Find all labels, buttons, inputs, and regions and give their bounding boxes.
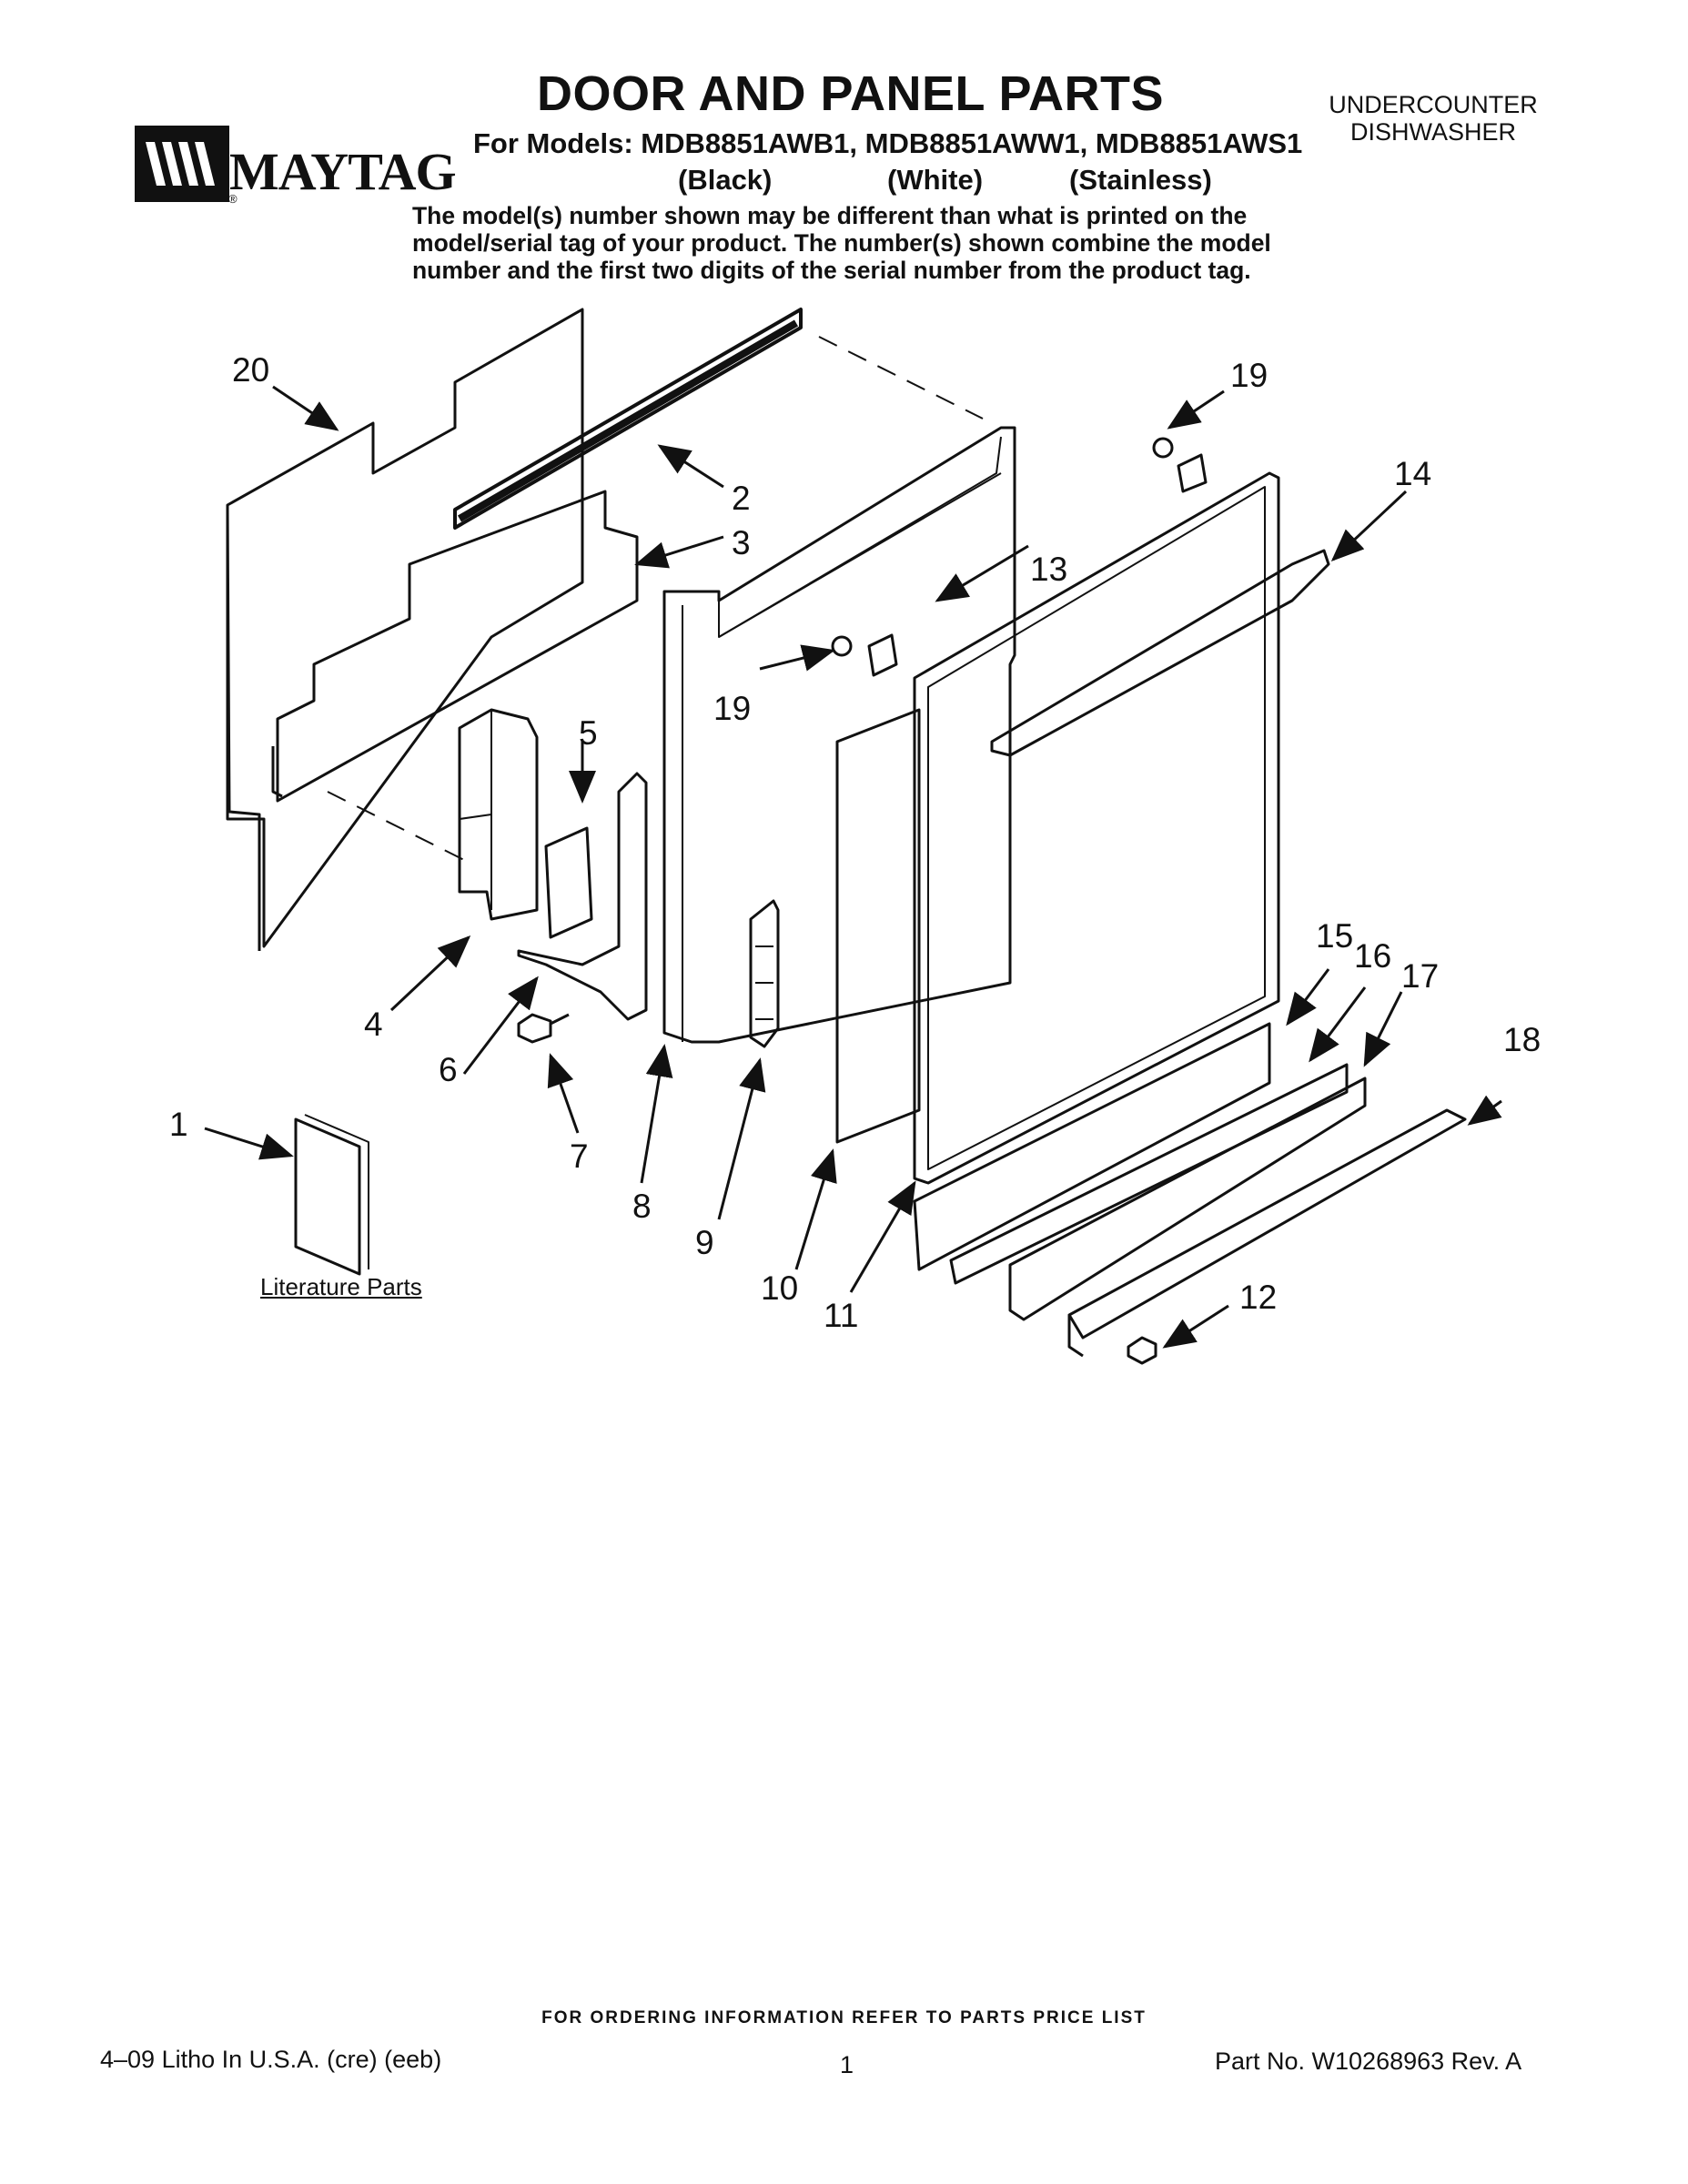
part-11-door: [913, 471, 1280, 1185]
callout-1: 1: [169, 1106, 188, 1143]
callout-12: 12: [1239, 1279, 1278, 1316]
callout-11: 11: [824, 1297, 859, 1334]
callout-16: 16: [1354, 937, 1392, 975]
callout-4: 4: [364, 1006, 383, 1043]
category-line-2: DISHWASHER: [1349, 118, 1516, 146]
callout-7: 7: [570, 1138, 589, 1175]
part-8-frame: [662, 426, 1016, 1044]
registered-mark: ®: [228, 192, 238, 206]
part-18-toeplate: [1067, 1108, 1467, 1340]
variant-black: (Black): [678, 164, 773, 196]
callout-14: 14: [1394, 455, 1432, 492]
part-6-arm: [517, 772, 648, 1021]
part-4-bracket: [458, 708, 539, 921]
model-number-note: The model(s) number shown may be differe…: [412, 202, 1271, 284]
print-info: 4–09 Litho In U.S.A. (cre) (eeb): [100, 2046, 442, 2073]
brand-name: MAYTAG: [229, 142, 457, 201]
callout-5: 5: [579, 714, 598, 752]
page-number: 1: [840, 2051, 854, 2078]
part-15-kickplate: [913, 1022, 1271, 1271]
callout-19-top: 19: [1230, 357, 1269, 394]
part-12-screw: [1127, 1336, 1157, 1365]
part-9-clip: [749, 899, 780, 1048]
part-7-screw: [517, 1013, 570, 1044]
part-number: Part No. W10268963 Rev. A: [1215, 2048, 1522, 2075]
callout-17: 17: [1401, 957, 1440, 995]
part-13-plate-lower: [867, 633, 898, 677]
part-3-insulation: [276, 490, 639, 803]
part-14-handle: [990, 549, 1330, 757]
part-10-panel: [835, 708, 921, 1144]
part-19-nut: [1152, 437, 1174, 459]
ordering-note: FOR ORDERING INFORMATION REFER TO PARTS …: [541, 2008, 1147, 2027]
callout-13: 13: [1030, 551, 1068, 588]
appliance-category: UNDERCOUNTER DISHWASHER: [1310, 91, 1556, 146]
part-13-plate: [1177, 453, 1208, 493]
callout-18: 18: [1503, 1021, 1541, 1058]
callout-15: 15: [1316, 917, 1354, 955]
literature-parts-label: Literature Parts: [260, 1273, 422, 1300]
part-19-nut-lower: [831, 635, 853, 657]
variant-white: (White): [887, 164, 984, 196]
part-20-panel: [226, 308, 584, 948]
callout-2: 2: [732, 480, 751, 517]
part-5-block: [544, 826, 593, 939]
part-1-booklet: [294, 1117, 361, 1276]
callout-3: 3: [732, 524, 751, 561]
part-17-strip: [1008, 1077, 1367, 1321]
callout-10: 10: [761, 1269, 799, 1307]
model-list: For Models: MDB8851AWB1, MDB8851AWW1, MD…: [473, 127, 1303, 159]
callout-6: 6: [439, 1051, 458, 1088]
page-title: DOOR AND PANEL PARTS: [537, 66, 1165, 121]
category-line-1: UNDERCOUNTER: [1329, 91, 1538, 118]
variant-stainless: (Stainless): [1069, 164, 1212, 196]
callout-8: 8: [632, 1188, 652, 1225]
maytag-logo-icon: [135, 126, 229, 202]
part-16-trim: [949, 1063, 1349, 1285]
callout-19-lower: 19: [713, 690, 752, 727]
part-2-strip: [453, 308, 803, 530]
callout-20: 20: [232, 351, 270, 389]
callout-9: 9: [695, 1224, 714, 1261]
